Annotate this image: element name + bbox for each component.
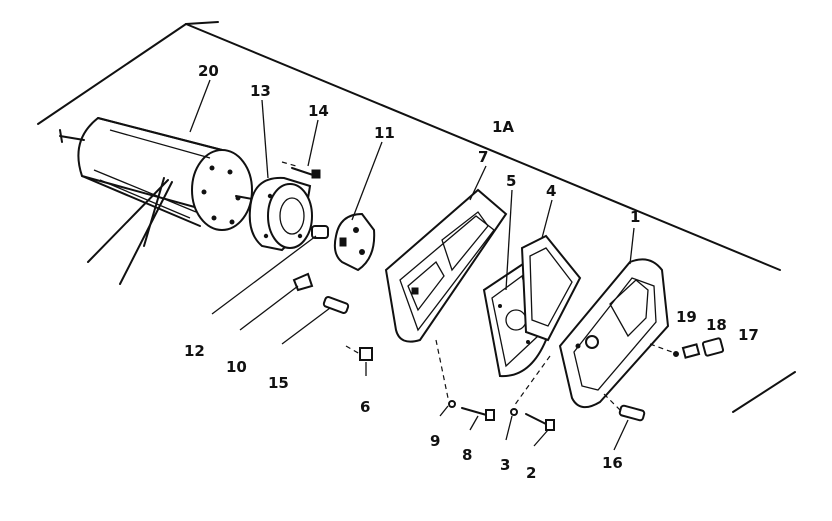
label-assembly-1a: 1A: [492, 118, 514, 136]
fitting-part-16: [603, 393, 646, 422]
label-part-9: 9: [430, 432, 440, 450]
screw-part-14: [281, 161, 321, 179]
label-part-6: 6: [360, 398, 370, 416]
label-part-19: 19: [676, 308, 697, 326]
label-part-3: 3: [500, 456, 510, 474]
assembly-outline: [37, 21, 796, 413]
bolt-part-8: [435, 339, 495, 421]
end-bell-part: [248, 176, 313, 252]
filter-pad-part: [520, 234, 582, 342]
label-part-15: 15: [268, 374, 289, 392]
label-part-17: 17: [738, 326, 759, 344]
part-labels: 20 13 14 11 1A 7 5 4 1 19 18 17 12 10 15…: [184, 62, 759, 482]
coupler-part: [333, 212, 376, 272]
leader-lines: [189, 79, 635, 451]
label-part-8: 8: [462, 446, 472, 464]
cover-part: [558, 258, 670, 409]
label-part-2: 2: [526, 464, 536, 482]
fitting-part-15: [322, 296, 350, 314]
label-part-16: 16: [602, 454, 623, 472]
motor-part: [59, 117, 259, 285]
label-part-11: 11: [374, 124, 395, 142]
label-part-4: 4: [546, 182, 556, 200]
label-part-14: 14: [308, 102, 329, 120]
label-part-18: 18: [706, 316, 727, 334]
valve-plate-part: [384, 188, 508, 343]
connector-part-12: [311, 225, 329, 239]
label-part-12: 12: [184, 342, 205, 360]
bolt-part-2: [510, 355, 555, 431]
label-part-20: 20: [198, 62, 219, 80]
label-part-7: 7: [478, 148, 488, 166]
label-part-13: 13: [250, 82, 271, 100]
nut-part-6: [345, 345, 373, 361]
plug-stack-parts: [649, 337, 725, 359]
label-part-10: 10: [226, 358, 247, 376]
label-part-1: 1: [630, 208, 640, 226]
label-part-5: 5: [506, 172, 516, 190]
